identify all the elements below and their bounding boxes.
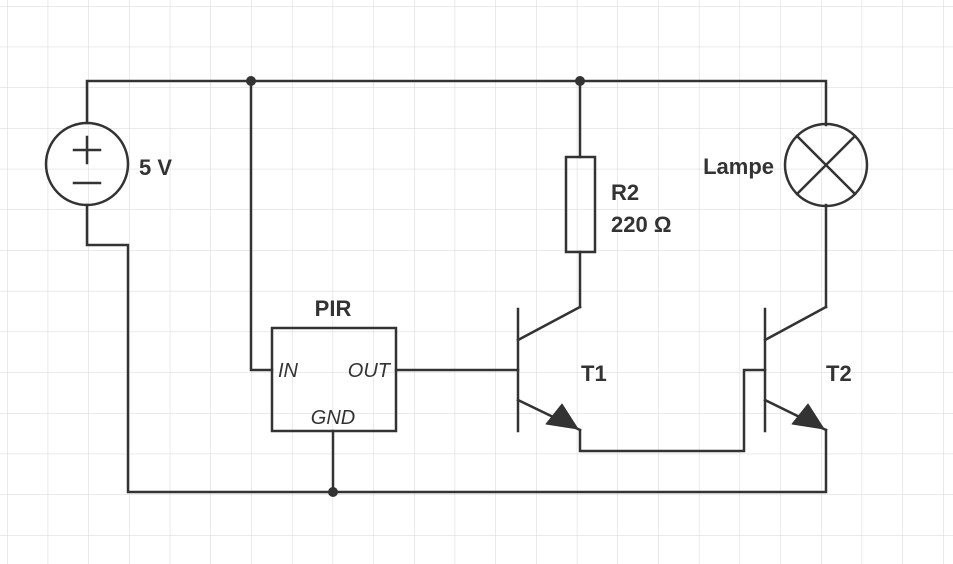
lamp-label: Lampe	[703, 154, 774, 179]
junction-dot	[575, 76, 585, 86]
pir-sensor-block	[270, 326, 398, 433]
dc-voltage-source-icon	[44, 121, 130, 207]
junction-dot	[246, 76, 256, 86]
t2-label: T2	[826, 361, 852, 386]
junctions	[246, 76, 585, 497]
npn-transistor-t1-icon	[516, 305, 582, 433]
lamp-icon	[783, 122, 869, 208]
pir-label: PIR	[315, 296, 352, 321]
top-rail-wire	[85, 79, 828, 127]
source-negative-wire	[85, 203, 828, 494]
npn-transistor-t2-icon	[763, 305, 828, 433]
pir-in-wire	[249, 79, 274, 372]
resistor-name-label: R2	[611, 180, 639, 205]
junction-dot	[328, 487, 338, 497]
t1-label: T1	[581, 361, 607, 386]
pir-pin-gnd: GND	[311, 407, 355, 429]
pir-pin-in: IN	[278, 360, 299, 382]
source-voltage-label: 5 V	[139, 155, 172, 180]
t1-emitter-t2-base-wire	[578, 368, 767, 453]
resistor-value-label: 220 Ω	[611, 212, 671, 237]
wires	[85, 79, 828, 494]
pir-pin-out: OUT	[348, 360, 392, 382]
resistor-icon	[564, 155, 597, 254]
